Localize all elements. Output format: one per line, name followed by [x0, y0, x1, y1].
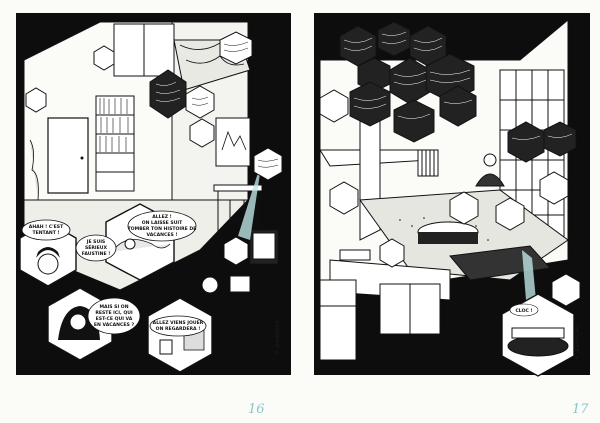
right-signature: P. JEANNEAU	[576, 325, 581, 360]
comic-page-right: CLOC ! P. JEANNEAU 17	[300, 0, 600, 423]
bubble-4-line-2: RESTE ICI, QUI	[95, 310, 133, 316]
bubble-5-line-1: ALLEZ VIENS JOUER	[153, 320, 204, 326]
bubble-3-line-2: ON LAISSE SUIT	[142, 220, 183, 226]
bubble-4-line-4: EN VACANCES ?	[94, 322, 135, 328]
right-page-number: 17	[572, 402, 589, 417]
speech-bubble-cloc: CLOC !	[509, 303, 539, 317]
bubble-5-line-2: ON REGARDERA !	[156, 326, 201, 332]
bubble-2-line-2: SÉRIEUX	[85, 243, 108, 251]
bubble-1-line-1: AHAH ! C'EST	[29, 224, 64, 230]
left-signature: P. JEANNEAU	[276, 320, 281, 355]
bubble-3-line-4: VACANCES !	[146, 232, 177, 238]
bubble-2-line-1: JE SUIS	[86, 239, 106, 245]
cloc-text: CLOC !	[515, 308, 532, 314]
hexagon-panels-right	[319, 21, 581, 307]
left-page-number: 16	[248, 402, 265, 417]
bubble-2-line-3: FAUSTINE !	[82, 251, 111, 257]
bubble-3-line-1: ALLEZ !	[152, 214, 172, 220]
hexagon-panels	[25, 31, 283, 266]
bubble-4-line-3: EST-CE QUI VA	[96, 316, 133, 322]
bubble-1-line-2: TENTANT !	[32, 230, 59, 236]
right-page-artwork: CLOC !	[314, 13, 590, 377]
bookshelf	[95, 95, 135, 192]
bubble-4-line-1: MAIS SI ON	[99, 304, 128, 310]
bubble-3-line-3: TOMBER TON HISTOIRE DE	[128, 226, 197, 232]
